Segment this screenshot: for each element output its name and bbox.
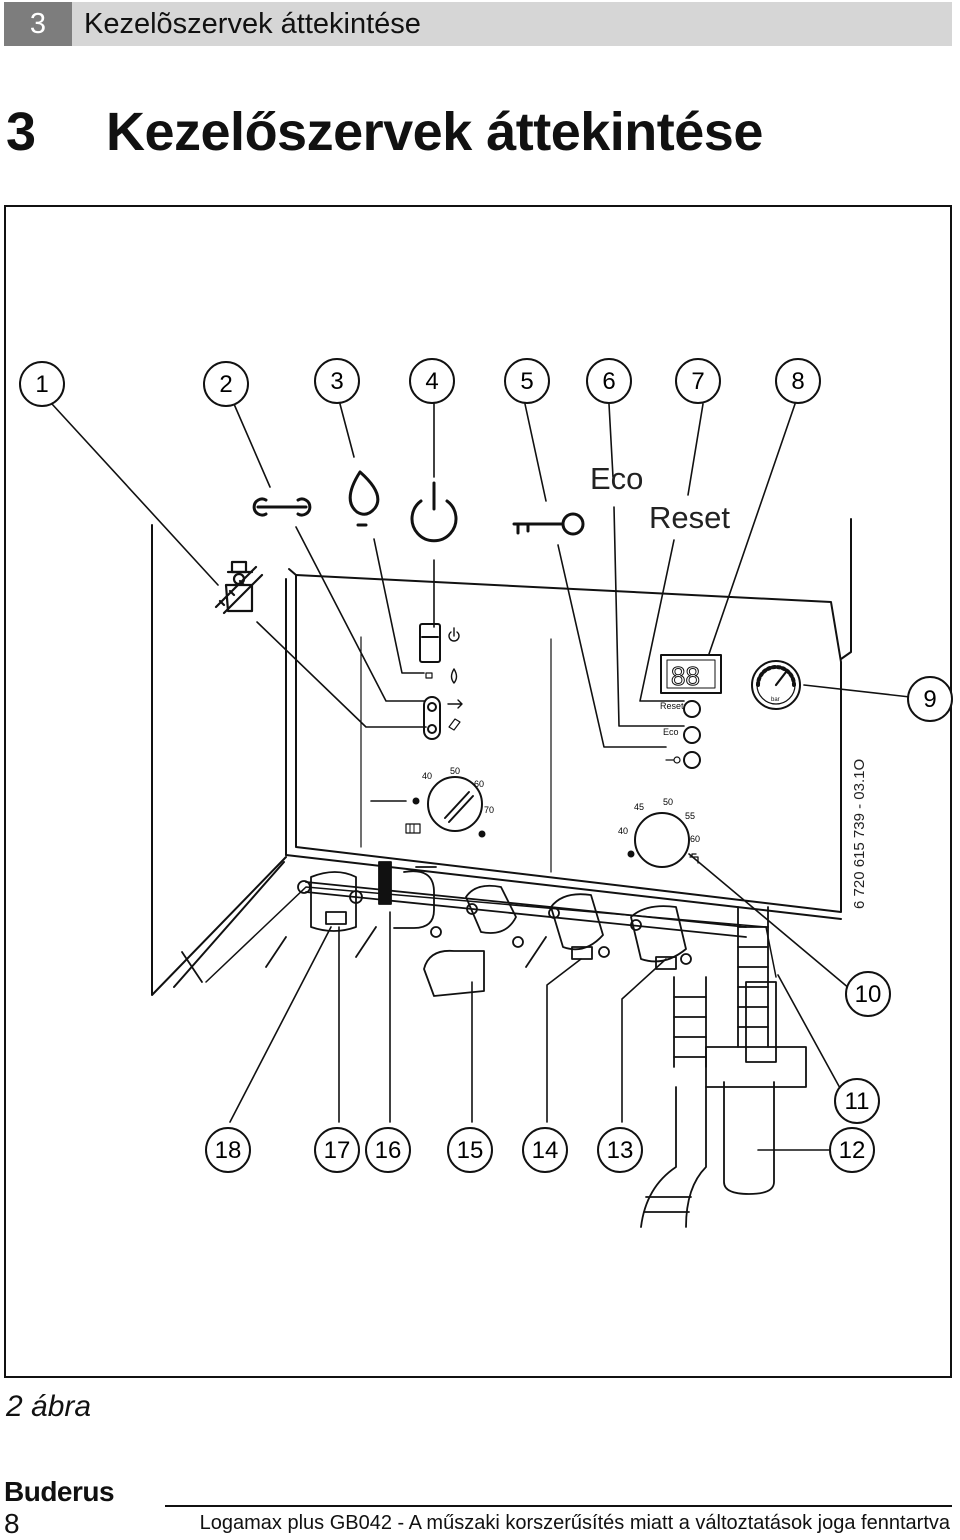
callout-10: 10 <box>845 971 891 1017</box>
callout-3: 3 <box>314 358 360 404</box>
panel-reset-label: Reset <box>660 701 684 711</box>
chimney-sweep-icon <box>214 560 264 615</box>
main-switch <box>419 623 460 663</box>
callout-number: 15 <box>457 1137 484 1164</box>
callout-4: 4 <box>409 358 455 404</box>
wrench-icon <box>252 497 312 517</box>
callout-number: 3 <box>330 368 343 395</box>
page-title: 3 Kezelőszervek áttekintése <box>6 98 763 166</box>
callout-number: 17 <box>324 1137 351 1164</box>
dial-right-tick: 55 <box>685 811 695 821</box>
gauge-unit-label: bar <box>771 697 780 703</box>
callout-6: 6 <box>586 358 632 404</box>
key-icon <box>512 512 585 536</box>
dial-left-tick: 70 <box>484 805 494 815</box>
callout-8: 8 <box>775 358 821 404</box>
callout-1: 1 <box>19 361 65 407</box>
dial-right-tick: 50 <box>663 797 673 807</box>
section-number: 3 <box>4 2 72 46</box>
callout-13: 13 <box>597 1127 643 1173</box>
callouts: 1 2 3 4 5 6 7 8 9 10 11 12 13 14 15 16 1… <box>19 358 953 1173</box>
callout-number: 18 <box>215 1137 242 1164</box>
callout-number: 2 <box>219 371 232 398</box>
callout-12: 12 <box>829 1127 875 1173</box>
page-title-number: 3 <box>6 102 36 162</box>
callout-5: 5 <box>504 358 550 404</box>
dhw-temperature-dial <box>627 812 699 868</box>
flue-and-hoses <box>640 906 807 1228</box>
footer-divider <box>165 1505 952 1507</box>
dial-left-tick: 40 <box>422 771 432 781</box>
callout-17: 17 <box>314 1127 360 1173</box>
eco-symbol-label: Eco <box>590 461 643 496</box>
callout-number: 6 <box>602 368 615 395</box>
flow-temperature-dial <box>405 776 486 838</box>
boiler-casing <box>151 518 852 996</box>
document-code: 6 720 615 739 - 03.1O <box>851 759 868 909</box>
callout-number: 8 <box>791 368 804 395</box>
callout-number: 14 <box>532 1137 559 1164</box>
callout-number: 5 <box>520 368 533 395</box>
callout-number: 12 <box>839 1137 866 1164</box>
callout-number: 11 <box>845 1088 870 1115</box>
dial-right-tick: 60 <box>690 834 700 844</box>
dial-right-tick: 40 <box>618 826 628 836</box>
callout-15: 15 <box>447 1127 493 1173</box>
display-digits: 88 <box>671 661 700 691</box>
dial-left-tick: 60 <box>474 779 484 789</box>
page-number: 8 <box>4 1508 20 1539</box>
callout-7: 7 <box>675 358 721 404</box>
callout-number: 1 <box>35 371 48 398</box>
footer-text: Logamax plus GB042 - A műszaki korszerűs… <box>199 1512 950 1534</box>
section-header-bar: 3 Kezelõszervek áttekintése <box>4 2 952 46</box>
dial-right-tick: 45 <box>634 802 644 812</box>
pressure-gauge <box>751 660 801 710</box>
callout-number: 16 <box>375 1137 402 1164</box>
panel-eco-label: Eco <box>663 727 679 737</box>
page-title-text: Kezelőszervek áttekintése <box>106 102 763 162</box>
callout-number: 10 <box>855 981 882 1008</box>
callout-number: 13 <box>607 1137 634 1164</box>
callout-number: 4 <box>425 368 438 395</box>
brand-logo: Buderus <box>4 1476 115 1507</box>
boiler-diagram: Eco Reset Reset Eco bar 88 40 50 60 70 4… <box>19 358 953 1228</box>
callout-16: 16 <box>365 1127 411 1173</box>
dial-left-tick: 50 <box>450 766 460 776</box>
callout-11: 11 <box>834 1078 880 1124</box>
section-header-title: Kezelõszervek áttekintése <box>84 8 421 40</box>
callout-2: 2 <box>203 361 249 407</box>
leader-lines <box>51 403 911 1151</box>
reset-symbol-label: Reset <box>649 500 730 535</box>
digital-display <box>660 654 722 694</box>
figure-caption: 2 ábra <box>6 1390 92 1423</box>
service-buttons <box>423 668 463 740</box>
right-buttons <box>665 700 701 769</box>
callout-number: 7 <box>691 368 704 395</box>
hydraulic-connections <box>181 861 747 997</box>
flame-icon <box>348 470 380 527</box>
callout-number: 9 <box>923 686 936 713</box>
callout-9: 9 <box>907 676 953 722</box>
figure-frame: Eco Reset Reset Eco bar 88 40 50 60 70 4… <box>4 205 953 1378</box>
power-icon <box>410 481 458 543</box>
callout-14: 14 <box>522 1127 568 1173</box>
callout-18: 18 <box>205 1127 251 1173</box>
